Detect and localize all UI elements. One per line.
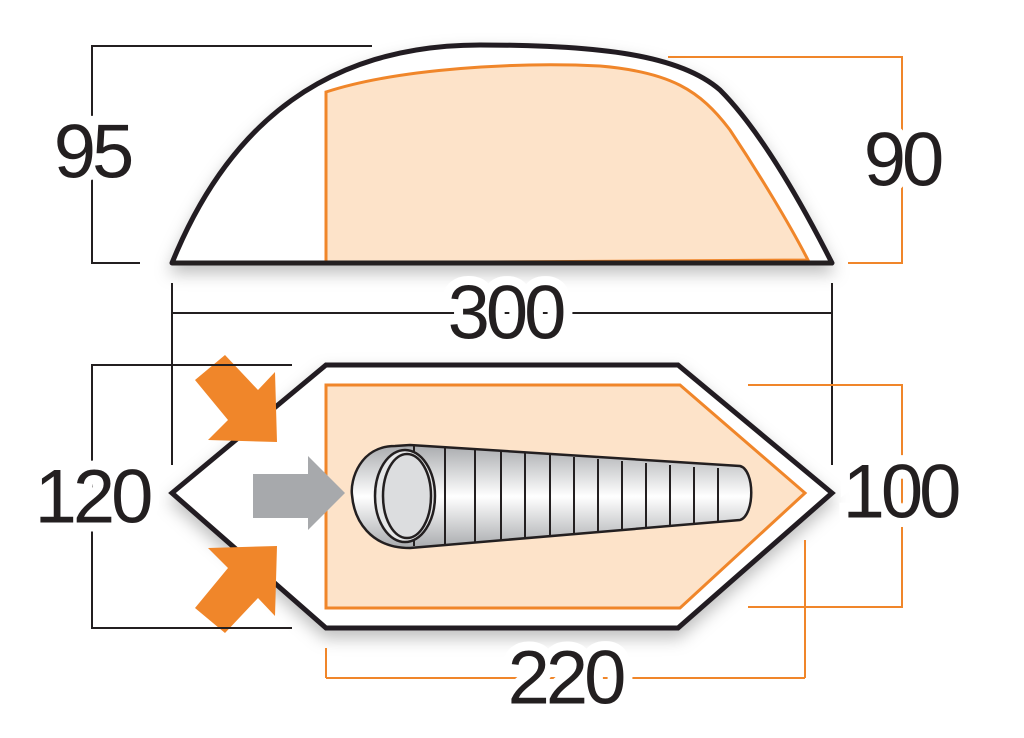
dim-height-inner <box>668 56 903 264</box>
label-width-outer: 120 <box>35 455 152 540</box>
dim-length-outer <box>171 283 833 465</box>
sleeping-bag-icon <box>350 443 753 550</box>
door-arrow-icon <box>195 355 277 442</box>
inner-tent-side <box>324 63 811 265</box>
label-height-outer: 95 <box>54 110 132 195</box>
dim-width-inner <box>748 384 903 608</box>
label-length-inner: 220 <box>508 636 625 721</box>
label-height-inner: 90 <box>864 118 942 203</box>
side-view <box>169 42 835 266</box>
label-width-inner: 100 <box>843 450 960 535</box>
entry-arrow-icon <box>253 456 345 530</box>
label-length-outer: 300 <box>448 271 565 356</box>
door-arrow-icon <box>195 546 277 633</box>
dim-height-outer <box>91 45 372 264</box>
dim-length-inner <box>325 540 806 679</box>
dim-width-outer <box>91 364 292 629</box>
